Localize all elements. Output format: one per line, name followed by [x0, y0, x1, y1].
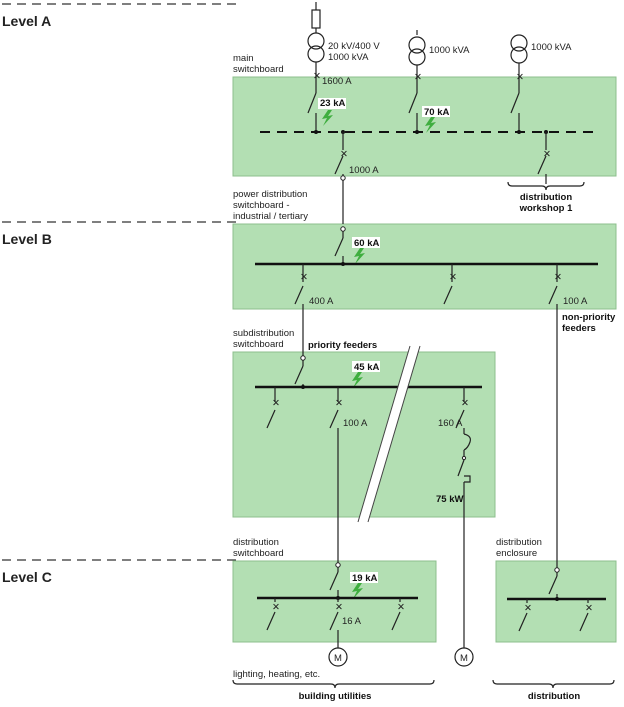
- workshop-label-1: distribution: [520, 192, 572, 203]
- motor-1-symbol: M: [334, 653, 342, 664]
- workshop-bracket: [507, 181, 585, 191]
- transformer-2-icon: [408, 36, 426, 66]
- breaker-x-icon: ✕: [516, 72, 524, 83]
- breaker-x-icon: ✕: [524, 603, 532, 614]
- level-c-label: Level C: [2, 569, 52, 585]
- transformer-1-rating: 1000 kVA: [328, 52, 369, 63]
- mv-fuse-icon: [311, 9, 321, 29]
- distribution-bracket: [492, 679, 615, 689]
- pds-label-2: switchboard -: [233, 200, 290, 211]
- transformer-3-rating: 1000 kVA: [531, 42, 572, 53]
- fault-level-c-icon: [350, 572, 378, 599]
- priority-feeders-label: priority feeders: [308, 340, 377, 351]
- level-a-label: Level A: [2, 13, 51, 29]
- fault-level-sub: 45 kA: [354, 362, 379, 373]
- motor-2-symbol: M: [460, 653, 468, 664]
- building-utilities-label: building utilities: [299, 691, 372, 702]
- sub-feeder-160a-current: 160 A: [438, 418, 463, 429]
- breaker-x-icon: ✕: [340, 149, 348, 160]
- pds-label-3: industrial / tertiary: [233, 211, 308, 222]
- fault-level-b: 60 kA: [354, 238, 379, 249]
- breaker-x-icon: ✕: [554, 272, 562, 283]
- non-priority-label-1: non-priority: [562, 312, 616, 323]
- dist-switchboard-label-1: distribution: [233, 537, 279, 548]
- motor-2-icon: [454, 647, 474, 667]
- breaker-x-icon: ✕: [449, 272, 457, 283]
- fault-level-a1: 23 kA: [320, 98, 345, 109]
- breaker-x-icon: ✕: [335, 398, 343, 409]
- sub-feeder-100a-current: 100 A: [343, 418, 368, 429]
- main-switchboard-label-2: switchboard: [233, 64, 284, 75]
- distribution-enclosure-panel: [495, 560, 617, 643]
- non-priority-label-2: feeders: [562, 323, 596, 334]
- breaker-x-icon: ✕: [272, 398, 280, 409]
- building-utilities-bracket: [232, 679, 435, 689]
- motor-1-icon: [328, 647, 348, 667]
- breaker-x-icon: ✕: [300, 272, 308, 283]
- subdist-label-1: subdistribution: [233, 328, 294, 339]
- c-feeder-16a-current: 16 A: [342, 616, 362, 627]
- motor-power-label: 75 kW: [436, 494, 463, 505]
- breaker-x-icon: ✕: [414, 72, 422, 83]
- transformer-1-voltage: 20 kV/400 V: [328, 41, 380, 52]
- feeder-100a-current: 100 A: [563, 296, 588, 307]
- transformer-1-icon: [307, 32, 325, 63]
- pds-label-1: power distribution: [233, 189, 307, 200]
- dist-switchboard-label-2: switchboard: [233, 548, 284, 559]
- level-b-label: Level B: [2, 231, 52, 247]
- fault-level-a1-icon: [318, 98, 346, 126]
- fault-level-a2: 70 kA: [424, 107, 449, 118]
- subdistribution-panel: [232, 351, 496, 518]
- main-switchboard-panel: [232, 76, 617, 177]
- fault-level-b-icon: [352, 237, 380, 264]
- lighting-heating-label: lighting, heating, etc.: [233, 669, 320, 680]
- feeder-400a-current: 400 A: [309, 296, 334, 307]
- transformer-2-rating: 1000 kVA: [429, 45, 470, 56]
- power-distribution-panel: [232, 223, 617, 310]
- fault-level-c: 19 kA: [352, 573, 377, 584]
- dist-enclosure-label-2: enclosure: [496, 548, 537, 559]
- breaker-x-icon: ✕: [543, 149, 551, 160]
- distribution-switchboard-panel: [232, 560, 437, 643]
- fault-level-sub-icon: [352, 361, 380, 388]
- overload-icon: [464, 475, 471, 483]
- breaker-x-icon: ✕: [397, 602, 405, 613]
- dist-enclosure-label-1: distribution: [496, 537, 542, 548]
- breaker-x-icon: ✕: [335, 602, 343, 613]
- breaker-x-icon: ✕: [272, 602, 280, 613]
- breaker-x-icon: ✕: [585, 603, 593, 614]
- thermal-relay-icon: [463, 433, 471, 451]
- subdist-label-2: switchboard: [233, 339, 284, 350]
- breaker-x-icon: ✕: [461, 398, 469, 409]
- breaker-x-icon: ✕: [313, 71, 321, 82]
- main-switchboard-label-1: main: [233, 53, 254, 64]
- transformer-3-icon: [510, 34, 528, 64]
- workshop-label-2: workshop 1: [519, 203, 574, 214]
- fault-level-a2-icon: [422, 106, 450, 133]
- main-outgoing-current: 1000 A: [349, 165, 379, 176]
- main-incomer-current: 1600 A: [322, 76, 352, 87]
- distribution-label: distribution: [528, 691, 580, 702]
- section-break-icon: [357, 345, 421, 523]
